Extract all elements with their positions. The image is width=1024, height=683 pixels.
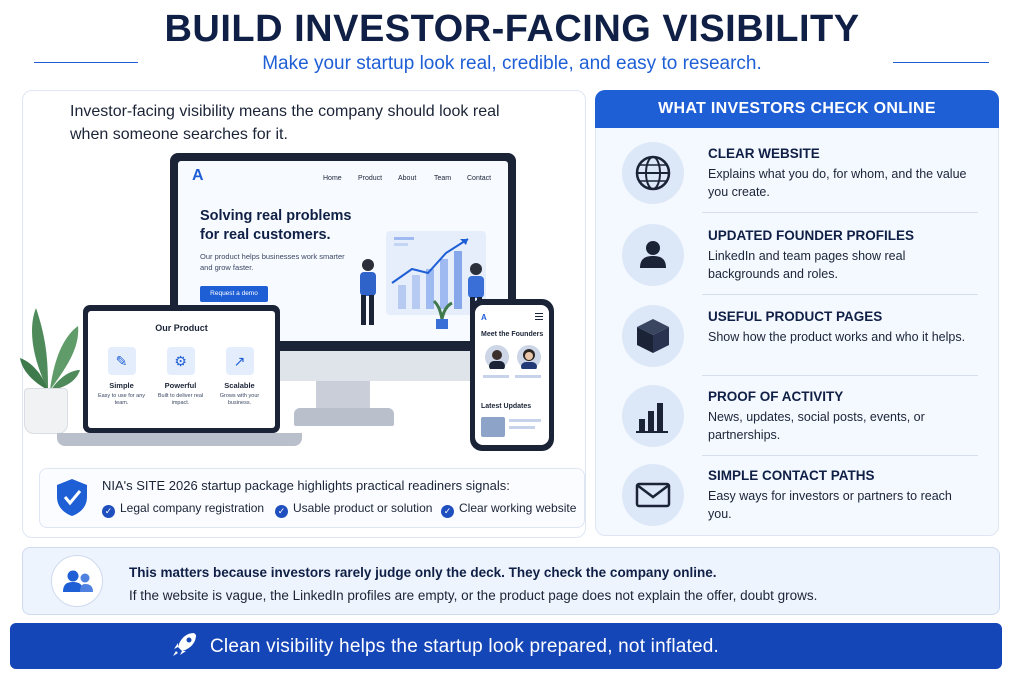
why-text-main: This matters because investors rarely ju… — [129, 565, 717, 580]
nav-link[interactable]: Home — [323, 175, 342, 182]
site-package-box — [39, 468, 585, 528]
people-icon — [51, 555, 103, 607]
laptop-base — [57, 433, 302, 446]
growth-illustration — [360, 231, 486, 329]
pen-tool-icon: ✎ — [107, 347, 136, 375]
phone-screen: A Meet the Founders Latest Updates — [475, 305, 549, 445]
phone-logo: A — [481, 313, 487, 322]
plant-pot — [24, 388, 68, 434]
item-title: UPDATED FOUNDER PROFILES — [708, 228, 915, 243]
item-desc: News, updates, social posts, events, or … — [708, 410, 925, 442]
gear-icon: ⚙ — [166, 347, 195, 375]
site-logo: A — [192, 167, 204, 184]
plant-icon — [20, 308, 80, 390]
bottom-banner — [10, 623, 1002, 669]
feature-label: Simple — [109, 381, 134, 390]
site-package-text: NIA's SITE 2026 startup package highligh… — [102, 478, 510, 493]
check-icon: ✓ — [275, 505, 288, 518]
why-box — [22, 547, 1000, 615]
intro-text: Investor-facing visibility means the com… — [70, 103, 500, 143]
page-subtitle: Make your startup look real, credible, a… — [262, 53, 762, 74]
hero-subtext: Our product helps businesses work smarte… — [200, 252, 345, 272]
growth-chart-icon: ↗ — [225, 347, 254, 375]
update-line — [509, 426, 535, 429]
why-text-detail: If the website is vague, the LinkedIn pr… — [129, 588, 818, 603]
monitor-stand — [316, 381, 370, 409]
update-thumbnail — [481, 417, 505, 437]
item-desc: LinkedIn and team pages show real backgr… — [708, 249, 906, 281]
check-item: ✓ Legal company registration — [102, 501, 264, 518]
feature-scalable: ↗ Scalable Grows with your business. — [212, 347, 267, 407]
item-desc: Explains what you do, for whom, and the … — [708, 167, 967, 199]
feature-label: Scalable — [224, 381, 255, 390]
updates-heading: Latest Updates — [481, 403, 532, 410]
nav-link[interactable]: Product — [358, 175, 383, 182]
check-icon: ✓ — [441, 505, 454, 518]
item-title: CLEAR WEBSITE — [708, 146, 820, 161]
feature-simple: ✎ Simple Easy to use for any team. — [94, 347, 149, 407]
person-icon — [622, 224, 684, 286]
menu-icon[interactable] — [535, 313, 543, 314]
item-title: USEFUL PRODUCT PAGES — [708, 309, 883, 324]
check-item-contact: SIMPLE CONTACT PATHS Easy ways for inves… — [608, 462, 978, 542]
feature-desc: Built to deliver real impact. — [157, 393, 204, 406]
box-icon — [622, 305, 684, 367]
shield-check-icon — [57, 479, 87, 516]
item-desc: Easy ways for investors or partners to r… — [708, 489, 952, 521]
title-rule-right — [893, 62, 989, 63]
nav-link[interactable]: Contact — [467, 175, 492, 182]
check-label: Clear working website — [459, 501, 577, 515]
page-title: BUILD INVESTOR-FACING VISIBILITY — [164, 8, 860, 50]
founder-avatar — [517, 345, 541, 371]
feature-label: Powerful — [164, 381, 197, 390]
feature-desc: Grows with your business. — [219, 393, 260, 406]
feature-desc: Easy to use for any team. — [97, 393, 146, 406]
founder-avatar — [485, 345, 509, 371]
monitor-base — [294, 408, 394, 426]
divider — [702, 455, 978, 456]
nav-link[interactable]: Team — [434, 175, 452, 182]
founder-caption — [515, 375, 541, 378]
banner-text: Clean visibility helps the startup look … — [210, 636, 719, 657]
item-desc: Show how the product works and who it he… — [708, 330, 966, 344]
update-line — [509, 419, 541, 422]
bar-chart-icon — [622, 385, 684, 447]
right-panel-header: WHAT INVESTORS CHECK ONLINE — [595, 90, 999, 128]
divider — [702, 375, 978, 376]
feature-powerful: ⚙ Powerful Built to deliver real impact. — [153, 347, 208, 407]
check-icon: ✓ — [102, 505, 115, 518]
mail-icon — [622, 464, 684, 526]
hero-heading: Solving real problems for real customers… — [200, 208, 352, 243]
globe-icon — [622, 142, 684, 204]
founder-caption — [483, 375, 509, 378]
check-item-founders: UPDATED FOUNDER PROFILES LinkedIn and te… — [608, 222, 978, 302]
check-label: Legal company registration — [120, 501, 265, 515]
product-section-title: Our Product — [155, 323, 208, 333]
check-label: Usable product or solution — [293, 501, 433, 515]
founders-heading: Meet the Founders — [481, 331, 544, 338]
rocket-icon — [170, 629, 200, 666]
title-rule-left — [34, 62, 138, 63]
check-item-product: USEFUL PRODUCT PAGES Show how the produc… — [608, 303, 978, 383]
check-item-website: CLEAR WEBSITE Explains what you do, for … — [608, 140, 978, 220]
request-demo-button[interactable]: Request a demo — [200, 286, 268, 302]
laptop-screen: Our Product ✎ Simple Easy to use for any… — [88, 311, 275, 428]
nav-link[interactable]: About — [398, 175, 417, 182]
divider — [702, 212, 978, 213]
item-title: SIMPLE CONTACT PATHS — [708, 468, 875, 483]
item-title: PROOF OF ACTIVITY — [708, 389, 844, 404]
check-item: ✓ Usable product or solution — [275, 501, 432, 518]
check-item-activity: PROOF OF ACTIVITY News, updates, social … — [608, 383, 978, 463]
check-item: ✓ Clear working website — [441, 501, 576, 518]
divider — [702, 294, 978, 295]
